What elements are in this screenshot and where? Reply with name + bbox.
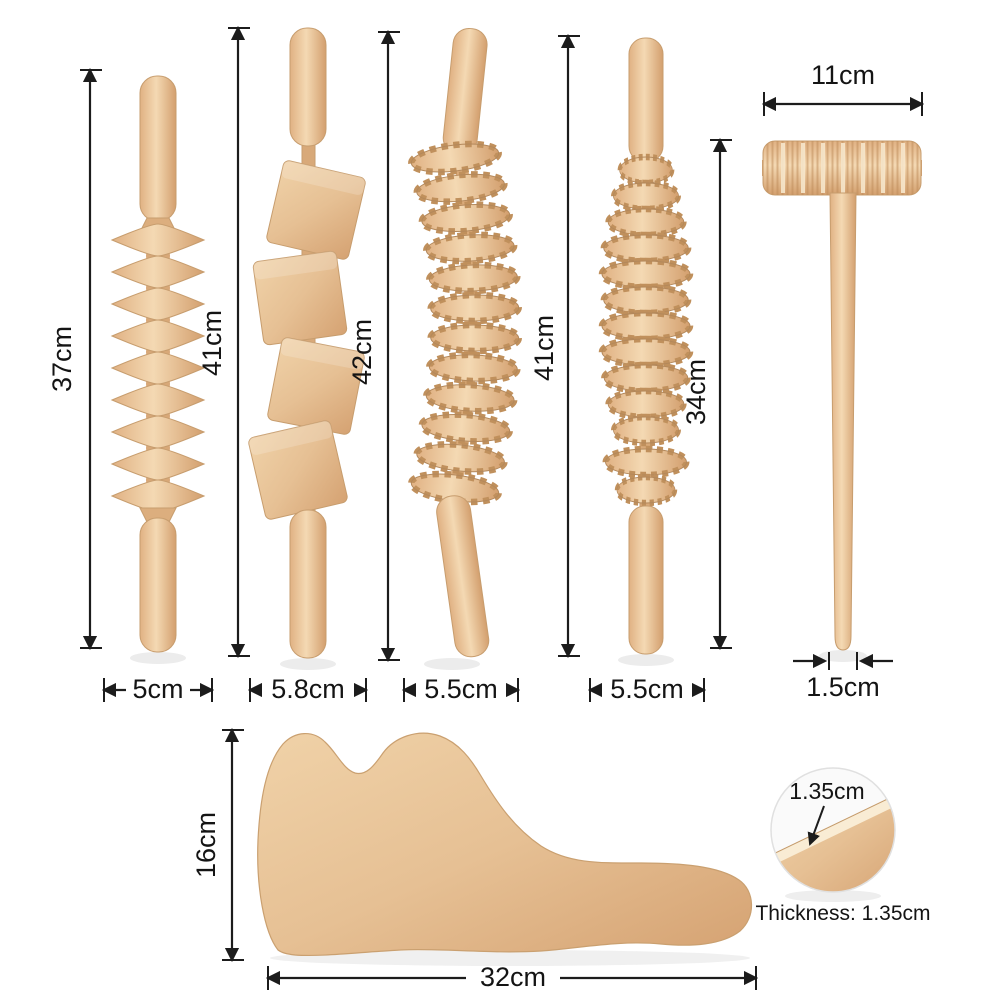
tool3-height-label: 42cm (347, 319, 377, 385)
tool2-cubes (248, 160, 366, 520)
tool3-graphic (410, 27, 519, 670)
tool4-width-label: 5.5cm (610, 674, 684, 704)
tool5-graphic (762, 140, 922, 662)
thickness-value-label: 1.35cm (789, 778, 864, 804)
tool1-height-dimension: 37cm (47, 67, 102, 651)
paddle-width-dimension: 32cm (265, 962, 759, 992)
tool5-handle-width-dimension: 1.5cm (793, 652, 893, 702)
tool-curved-gear-roller: 42cm (347, 27, 519, 704)
tool2-graphic (248, 27, 366, 670)
tool4-gear-wheels (602, 157, 690, 503)
tool4-height-dimension: 41cm (529, 33, 580, 659)
tool3-width-label: 5.5cm (424, 674, 498, 704)
tool3-width-dimension: 5.5cm (401, 674, 521, 704)
thickness-detail: 1.35cm Thickness: 1.35cm (755, 767, 931, 925)
tool3-gear-wheels (410, 140, 519, 507)
paddle-height-label: 16cm (191, 812, 221, 878)
tool3-height-dimension: 42cm (347, 29, 400, 663)
tool4-graphic (602, 37, 690, 666)
paddle-height-dimension: 16cm (191, 727, 244, 963)
tool2-height-dimension: 41cm (197, 25, 250, 659)
tool5-height-dimension: 34cm (681, 137, 732, 651)
tool-cube-roller: 41cm 5.8cm (197, 25, 369, 704)
tool5-roller-gaps (781, 143, 905, 193)
tool1-width-dimension: 5cm (101, 674, 215, 704)
paddle-width-label: 32cm (480, 962, 546, 992)
tool5-top-width-dimension: 11cm (761, 60, 925, 116)
tool2-height-label: 41cm (197, 310, 227, 376)
tool4-height-label: 41cm (529, 315, 559, 381)
tool2-width-label: 5.8cm (271, 674, 345, 704)
tool-disc-roller: 37cm 5cm (47, 67, 215, 704)
paddle-shape (257, 732, 753, 957)
tool-gear-roller: 41cm (529, 33, 707, 704)
tool5-top-width-label: 11cm (811, 60, 875, 90)
thickness-caption: Thickness: 1.35cm (755, 902, 930, 925)
tool1-discs (111, 223, 205, 513)
tool4-width-dimension: 5.5cm (587, 674, 707, 704)
tool-t-bar-roller: 11cm 34cm (681, 60, 925, 702)
tool1-width-label: 5cm (132, 674, 183, 704)
tool2-width-dimension: 5.8cm (247, 674, 369, 704)
tool5-handle-width-label: 1.5cm (806, 672, 880, 702)
thickness-closeup (771, 791, 895, 892)
tool5-height-label: 34cm (681, 359, 711, 425)
tool1-height-label: 37cm (47, 326, 77, 392)
tool1-graphic (111, 75, 205, 664)
paddle-board: 16cm 32cm (191, 727, 759, 992)
